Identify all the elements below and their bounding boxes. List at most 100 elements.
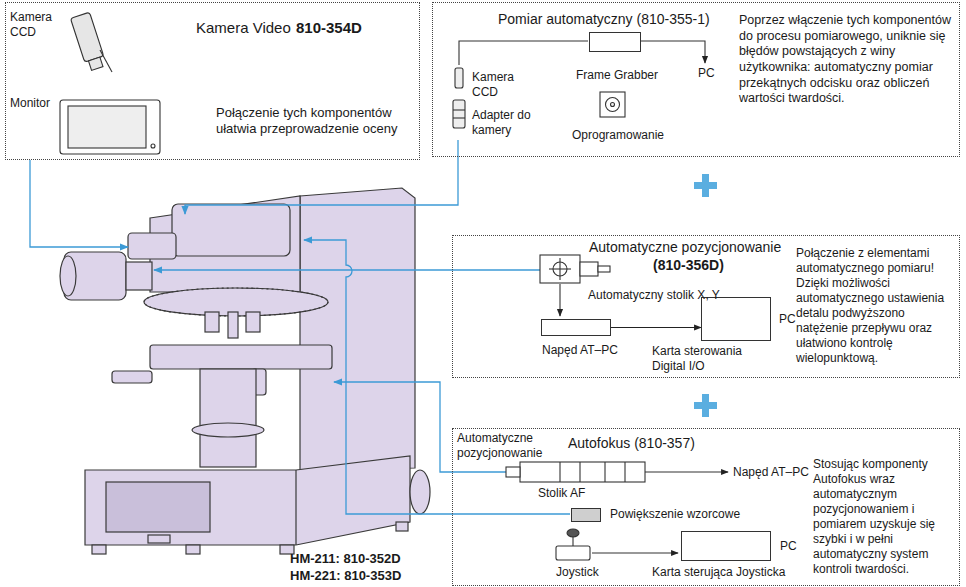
leader-lines-part [154,269,540,270]
hardness-tester-part [200,369,256,467]
monitor-icon-part [151,144,155,148]
node-heading: PC [780,539,797,554]
hardness-tester-part [148,535,170,543]
joystick-icon-part [567,529,579,537]
camera-icon-part-part [88,57,103,70]
part-label: Monitor [10,96,50,111]
camera-icon-part [70,12,106,71]
xy-stage-icon-part [598,266,610,272]
node-heading: Automatyczne pozycjonowanie [589,239,781,257]
model-label: HM-221: 810-353D [290,568,401,584]
pc-box: PCKarta sterowania Digital I/O [701,297,771,341]
node-text: 810-354D [296,19,362,38]
measurement-icons-part [453,117,465,118]
af-stage-icon-part [624,462,625,482]
option-panel: Kamera Video 810-354D Połączenie tych komp… [5,2,420,160]
part-label: Napęd AT–PC [733,465,809,480]
part-label: Kamera CCD [472,70,518,100]
hardness-tester-part [295,470,296,545]
af-stage-icon-part [506,467,520,477]
af-stage-icon [506,462,728,482]
joystick-icon-part [592,552,678,553]
hardness-tester-part [396,522,408,531]
part-label: Adapter do kamery [472,108,534,138]
model-label: HM-211: 810-352D [290,551,401,567]
node-heading: Kamera Video [196,19,291,38]
part-label: PC [698,66,715,81]
node-text: Karta sterująca Joysticka [652,565,785,580]
hardness-tester-part [106,482,210,532]
xy-stage-icon-part [559,284,560,316]
af-stage-icon-part [645,471,728,472]
camera-icon [70,12,112,72]
joystick-icon [556,529,678,560]
measurement-icons-part [459,41,588,65]
node-heading: PC [779,312,796,327]
measurement-icons-part [455,68,463,88]
monitor-icon-part [68,106,146,148]
camera-icon-part-part [70,12,103,62]
part-label: Automatyczny stolik X, Y [588,288,720,303]
hardness-tester-part [128,233,176,259]
measurement-icons-part [640,41,705,63]
node-text: (810-356D) [653,257,724,275]
monitor-icon [60,100,160,154]
measurement-icons-part [606,98,620,112]
node-text: Połączenie z elementami automatycznego p… [796,246,956,366]
node-text: Karta sterowania Digital I/O [652,344,772,374]
measurement-icons-part [600,92,625,117]
connector-arrow [611,327,701,328]
node-heading: Napęd AT–PC [542,343,618,358]
component-box: Frame Grabber [589,32,641,52]
node-text: Poprzez włączenie tych komponentów do pr… [739,13,955,107]
af-stage-icon-part [559,462,560,482]
option-panel: Automatyczne pozycjonowanie(810-356D) Poł… [452,235,960,378]
node-heading: Frame Grabber [576,68,658,83]
part-label: Oprogramowanie [572,128,664,143]
component-box: Napęd AT–PC [541,319,611,336]
hardness-tester-part [246,312,260,332]
part-label: Automatyczne pozycjonowanie [457,431,549,461]
camera-icon-part [100,50,112,72]
af-stage-icon-part [520,462,645,482]
hardness-tester-part [186,545,200,554]
af-stage-icon-part [579,462,580,482]
leader-lines [30,140,570,514]
measurement-icons-part [611,103,615,107]
xy-stage-icon-part [549,268,571,269]
hardness-tester-part [205,312,219,332]
node-heading: Pomiar automatyczny (810-355-1) [498,11,710,29]
hardness-tester [60,188,430,554]
xy-stage-icon-part [540,255,580,283]
hardness-tester-part [228,312,238,338]
af-stage-icon-part [604,462,605,482]
hardness-tester-part [92,545,106,554]
monitor-icon-part [60,100,160,154]
hardness-tester-part [410,470,430,514]
hardness-tester-part [172,204,290,256]
joystick-icon-part [556,546,590,560]
node-heading: Autofokus (810-357) [568,435,695,453]
hardness-tester-part [300,188,415,470]
node-heading: Powiększenie wzorcowe [610,507,740,522]
pc-box: PCKarta sterująca Joysticka [681,531,771,561]
hardness-tester-part [112,371,152,383]
leader-lines-part [185,140,458,214]
xy-stage-icon-part [580,262,598,276]
hardness-tester-part [150,345,332,369]
part-label: Kamera CCD [10,10,56,40]
plus-sign-part [694,402,717,409]
hardness-tester-part [85,456,410,545]
measurement-icons-part [453,100,465,128]
measurement-icons-part [453,109,465,110]
component-box: Powiększenie wzorcowe [571,508,601,522]
part-label: Stolik AF [538,486,585,501]
hardness-tester-part [60,256,76,296]
hardness-tester-part [126,262,152,290]
hardness-tester-part [192,423,264,437]
node-text: Połączenie tych komponentów ułatwia prze… [216,105,416,138]
node-text: Stosując komponenty Autofokus wraz autom… [813,457,958,577]
plus-sign-part [694,182,717,189]
part-label: Joystick [556,565,599,580]
